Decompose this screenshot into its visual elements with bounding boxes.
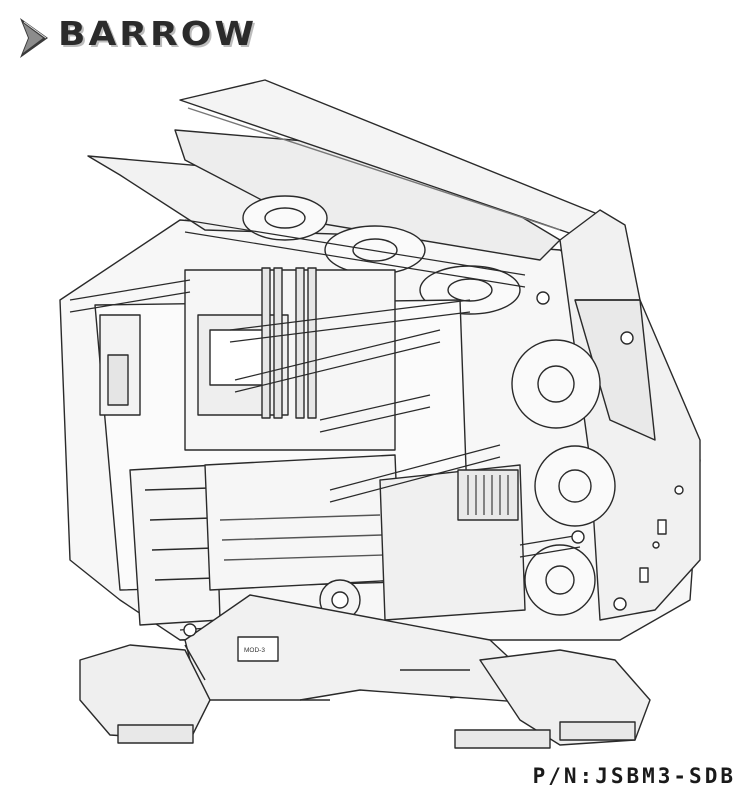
front-io-ports [639,485,684,583]
part-number: P/N:JSBM3-SDB [532,764,736,788]
coolant-tubes [69,219,581,699]
ram-slots [261,267,317,419]
chevron-arrow-icon [20,18,48,58]
side-fans [511,339,616,616]
bottom-foot-right [479,649,651,746]
bottom-stand-front [184,594,561,706]
bottom-foot-left [79,644,211,741]
pump-block [457,469,519,521]
screws [183,291,634,637]
brand-name: BARROW [58,15,258,54]
case-label-text: MOD-3 [244,647,265,654]
brand-logo [14,16,54,60]
case-label-plate [237,636,279,662]
